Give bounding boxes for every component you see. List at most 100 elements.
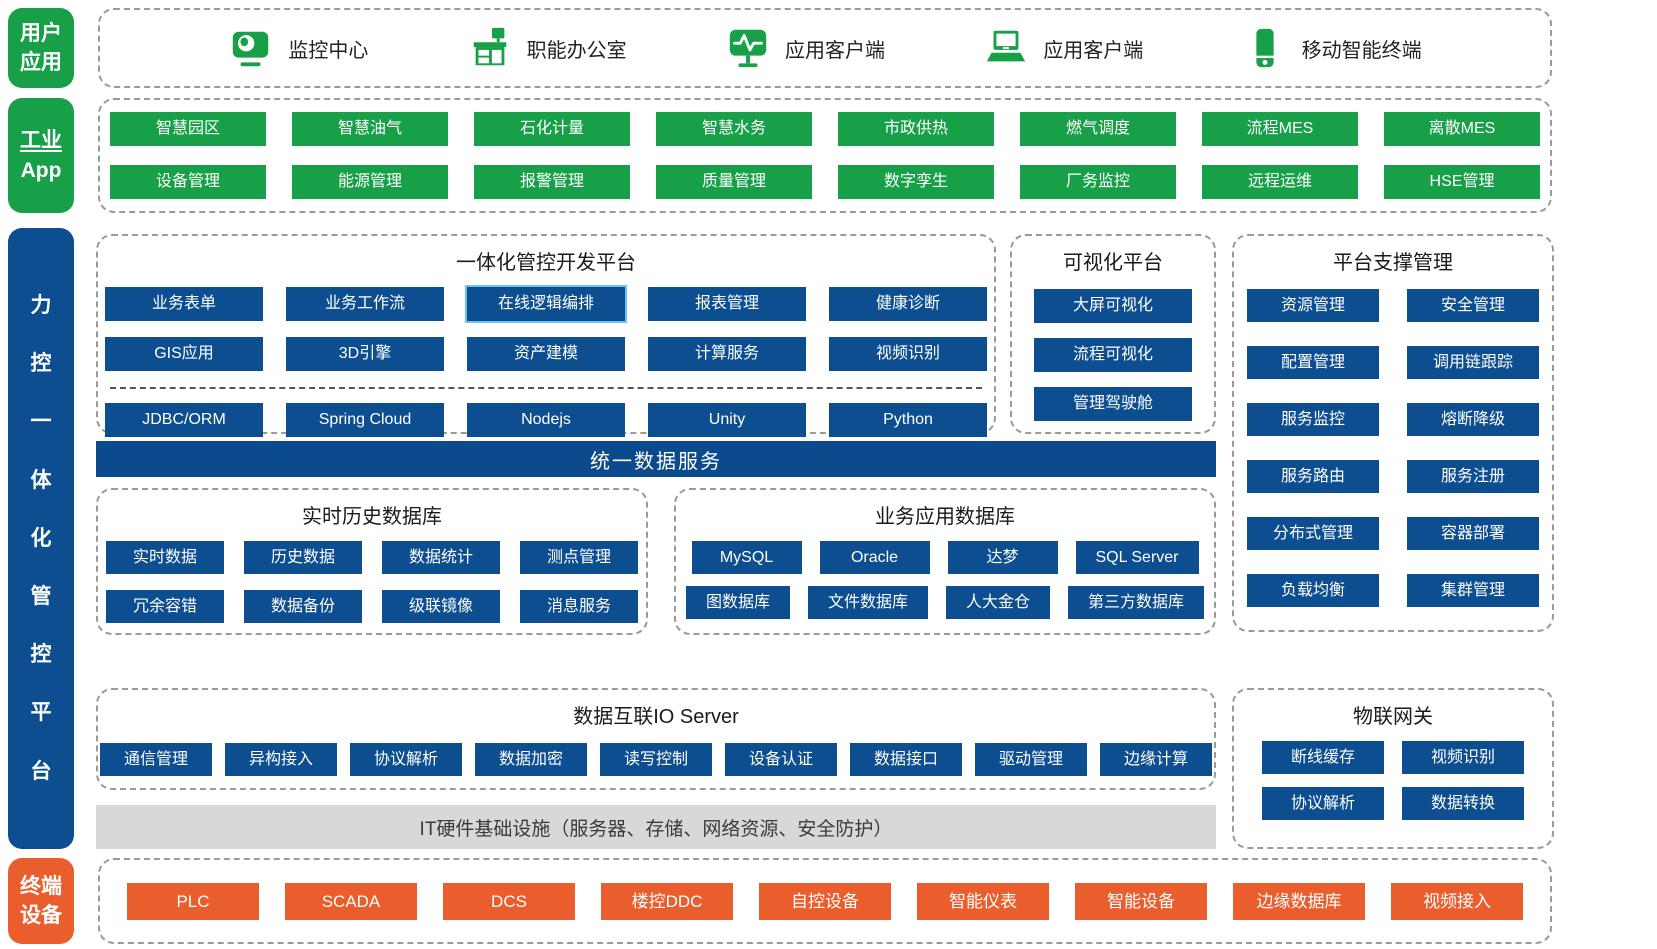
dev-feature-button: 3D引擎 [286, 337, 444, 371]
user-app-item: 监控中心 [228, 25, 368, 71]
iot-gateway-grid: 断线缓存视频识别协议解析数据转换 [1234, 741, 1552, 820]
realtime-db-button: 冗余容错 [106, 590, 224, 623]
business-db-button: MySQL [691, 541, 802, 574]
dev-platform-title: 一体化管控开发平台 [456, 252, 636, 274]
user-app-label: 应用客户端 [1043, 39, 1144, 62]
realtime-db-button: 消息服务 [520, 590, 638, 623]
industry-app-button: 市政供热 [838, 112, 994, 146]
support-panel: 平台支撑管理 资源管理安全管理配置管理调用链跟踪服务监控熔断降级服务路由服务注册… [1232, 234, 1554, 632]
dev-feature-button: 报表管理 [648, 287, 806, 321]
terminal-button: DCS [443, 882, 575, 920]
it-infrastructure-bar: IT硬件基础设施（服务器、存储、网络资源、安全防护） [96, 805, 1216, 849]
platform-label-char: 平 [30, 701, 52, 725]
support-button: 安全管理 [1407, 289, 1539, 322]
realtime-db-button: 数据统计 [382, 541, 500, 574]
support-button: 负载均衡 [1247, 574, 1379, 607]
visualization-button: 大屏可视化 [1034, 289, 1192, 323]
business-db-button: 图数据库 [685, 586, 790, 619]
dev-feature-button: 资产建模 [467, 337, 625, 371]
sidebar-label-line: 工业 [20, 129, 62, 153]
sidebar-label-user-apps: 用户 应用 [8, 8, 74, 88]
visualization-button: 流程可视化 [1034, 338, 1192, 372]
terminal-button: 边缘数据库 [1233, 882, 1365, 920]
business-db-button: SQL Server [1075, 541, 1199, 574]
business-db-button: 第三方数据库 [1068, 586, 1205, 619]
support-button: 服务注册 [1407, 460, 1539, 493]
support-button: 集群管理 [1407, 574, 1539, 607]
user-apps-row: 监控中心 职能办公室 [100, 10, 1550, 86]
industry-app-button: HSE管理 [1384, 165, 1540, 199]
user-app-label: 监控中心 [288, 39, 369, 62]
user-app-item: 应用客户端 [725, 25, 885, 71]
terminal-button: 楼控DDC [601, 882, 733, 920]
visualization-title: 可视化平台 [1063, 252, 1163, 274]
user-app-label: 应用客户端 [784, 39, 885, 62]
support-button: 调用链跟踪 [1407, 346, 1539, 379]
realtime-db-grid: 实时数据历史数据数据统计测点管理冗余容错数据备份级联镜像消息服务 [98, 541, 646, 623]
iot-gateway-button: 协议解析 [1262, 787, 1384, 820]
support-button: 服务监控 [1247, 403, 1379, 436]
realtime-db-button: 级联镜像 [382, 590, 500, 623]
io-server-button: 设备认证 [725, 743, 837, 776]
user-app-item: 职能办公室 [467, 25, 627, 71]
industry-app-button: 燃气调度 [1020, 112, 1176, 146]
sidebar-label-line: App [20, 158, 62, 182]
industry-app-button: 智慧水务 [656, 112, 812, 146]
pulse-monitor-icon [725, 25, 771, 71]
industry-app-button: 石化计量 [474, 112, 630, 146]
business-db-button: Oracle [819, 541, 930, 574]
user-apps-panel: 监控中心 职能办公室 [98, 8, 1552, 88]
io-server-row: 通信管理异构接入协议解析数据加密读写控制设备认证数据接口驱动管理边缘计算 [98, 743, 1214, 776]
sidebar-label-line: 设备 [20, 904, 62, 927]
industry-app-button: 质量管理 [656, 165, 812, 199]
industry-app-button: 流程MES [1202, 112, 1358, 146]
terminal-button: PLC [127, 882, 259, 920]
io-server-button: 数据接口 [850, 743, 962, 776]
io-server-button: 边缘计算 [1100, 743, 1212, 776]
platform-label-char: 体 [30, 468, 52, 492]
visualization-panel: 可视化平台 大屏可视化流程可视化管理驾驶舱 [1010, 234, 1216, 434]
io-server-title: 数据互联IO Server [573, 706, 739, 728]
support-button: 熔断降级 [1407, 403, 1539, 436]
platform-label-char: 控 [30, 643, 52, 667]
support-title: 平台支撑管理 [1333, 252, 1453, 274]
platform-label-char: 力 [30, 293, 52, 317]
iot-gateway-title: 物联网关 [1353, 706, 1433, 728]
io-server-button: 数据加密 [475, 743, 587, 776]
iot-gateway-button: 断线缓存 [1262, 741, 1384, 774]
io-server-button: 异构接入 [225, 743, 337, 776]
realtime-db-button: 历史数据 [244, 541, 362, 574]
industry-app-button: 报警管理 [474, 165, 630, 199]
user-app-label: 移动智能终端 [1301, 39, 1422, 62]
visualization-list: 大屏可视化流程可视化管理驾驶舱 [1012, 289, 1214, 421]
industry-app-button: 数字孪生 [838, 165, 994, 199]
platform-label-char: 化 [30, 526, 52, 550]
dev-tech-button: Spring Cloud [286, 403, 444, 437]
support-button: 服务路由 [1247, 460, 1379, 493]
industry-app-button: 设备管理 [110, 165, 266, 199]
dev-feature-button: 健康诊断 [829, 287, 987, 321]
io-server-button: 通信管理 [100, 743, 212, 776]
realtime-db-button: 数据备份 [244, 590, 362, 623]
dev-tech-button: Unity [648, 403, 806, 437]
sidebar-label-line: 用户 [20, 21, 62, 45]
dev-feature-button: 在线逻辑编排 [467, 287, 625, 321]
terminal-button: SCADA [285, 882, 417, 920]
io-server-panel: 数据互联IO Server 通信管理异构接入协议解析数据加密读写控制设备认证数据… [96, 688, 1216, 790]
support-button: 配置管理 [1247, 346, 1379, 379]
platform-label-char: 控 [30, 352, 52, 376]
industry-app-button: 能源管理 [292, 165, 448, 199]
platform-label-char: 管 [30, 585, 52, 609]
realtime-db-panel: 实时历史数据库 实时数据历史数据数据统计测点管理冗余容错数据备份级联镜像消息服务 [96, 488, 648, 635]
dev-feature-button: 计算服务 [648, 337, 806, 371]
terminal-button: 视频接入 [1391, 882, 1523, 920]
platform-label-char: 一 [30, 410, 52, 434]
